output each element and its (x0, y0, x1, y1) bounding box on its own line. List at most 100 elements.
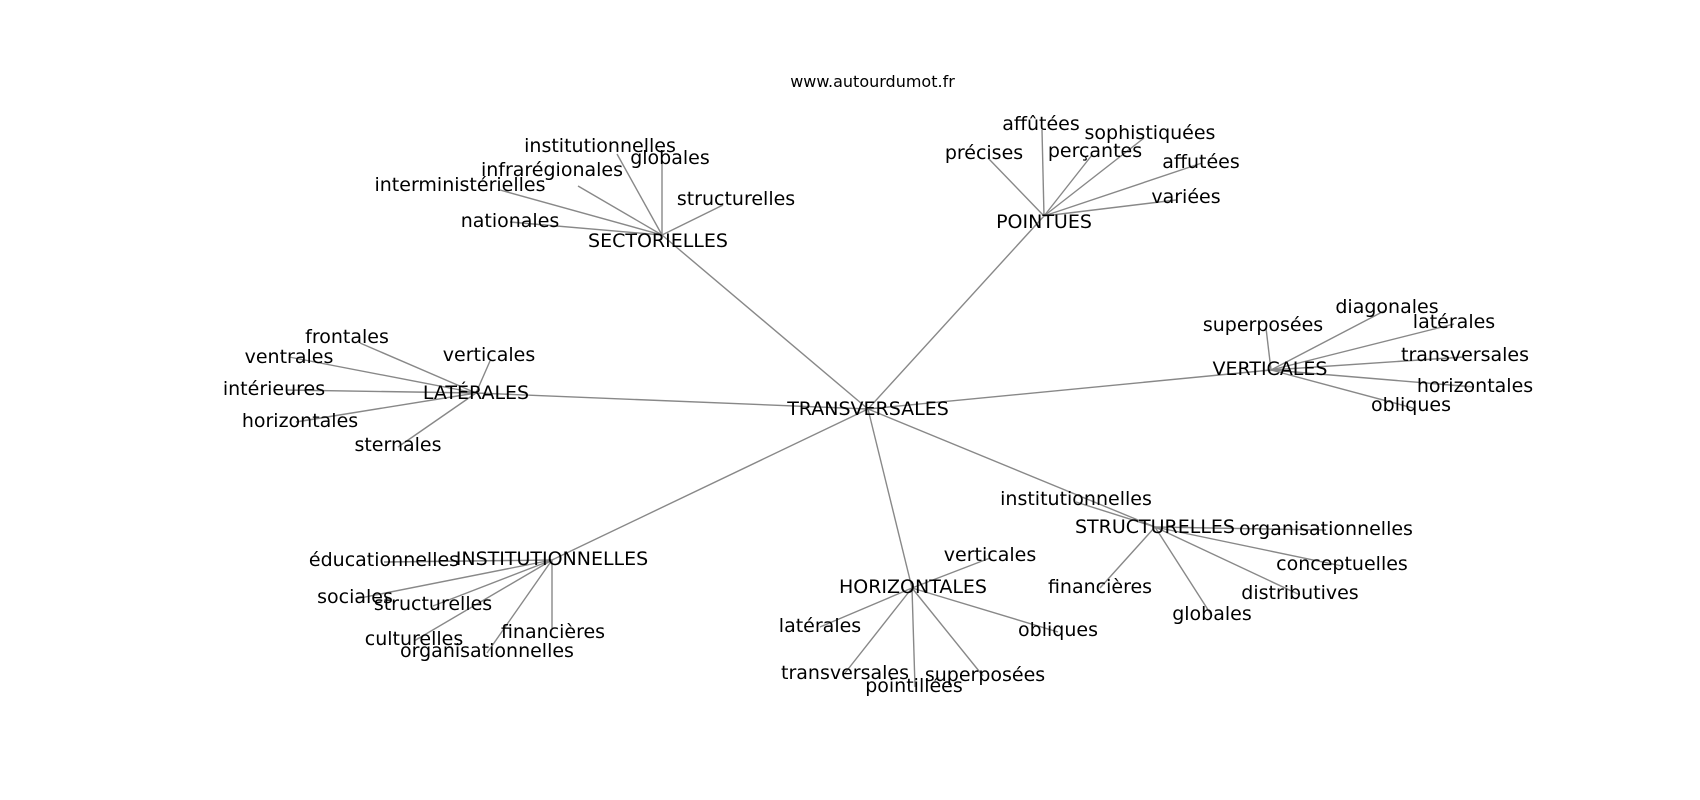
edge-hub-to-term (397, 392, 477, 448)
edge-center-to-hub (867, 215, 1045, 410)
term-node[interactable]: culturelles (365, 628, 464, 650)
edge-hub-to-term (616, 153, 663, 236)
term-node[interactable]: transversales (781, 662, 909, 684)
term-node[interactable]: organisationnelles (1239, 518, 1413, 540)
term-node[interactable]: financières (1048, 576, 1152, 598)
term-node[interactable]: précises (945, 142, 1023, 164)
term-node[interactable]: obliques (1371, 394, 1451, 416)
term-node[interactable]: obliques (1018, 619, 1098, 641)
term-node[interactable]: diagonales (1335, 296, 1438, 318)
hub-node[interactable]: HORIZONTALES (839, 576, 987, 598)
edge-center-to-hub (475, 392, 869, 410)
edge-hub-to-term (295, 392, 477, 423)
center-node[interactable]: TRANSVERSALES (786, 398, 949, 420)
edge-hub-to-term (1043, 199, 1177, 217)
edge-hub-to-term (288, 356, 477, 394)
edge-hub-to-term (1154, 526, 1301, 596)
edge-hub-to-term (1270, 309, 1387, 371)
edge-hub-to-term (1154, 526, 1213, 617)
term-node[interactable]: nationales (461, 210, 560, 232)
hub-node[interactable]: POINTUES (996, 211, 1092, 233)
term-node[interactable]: variées (1151, 186, 1220, 208)
edge-hub-to-term (486, 559, 553, 654)
edge-hub-to-term (1099, 526, 1156, 589)
term-node[interactable]: financières (501, 621, 605, 643)
graph-edges (285, 129, 1475, 688)
term-node[interactable]: frontales (305, 326, 389, 348)
edge-hub-to-term (383, 559, 553, 563)
edge-center-to-hub (867, 408, 1156, 528)
term-node[interactable]: latérales (779, 615, 861, 637)
edge-hub-to-term (911, 587, 984, 677)
term-node[interactable]: globales (1172, 603, 1252, 625)
term-node[interactable]: éducationnelles (309, 549, 459, 571)
source-credit: www.autourdumot.fr (790, 72, 955, 91)
term-node[interactable]: institutionnelles (1000, 488, 1152, 510)
edge-hub-to-term (509, 221, 663, 236)
term-node[interactable]: pointillées (865, 675, 963, 697)
edge-hub-to-term (987, 157, 1045, 217)
term-node[interactable]: globales (630, 147, 710, 169)
edge-hub-to-term (499, 189, 663, 236)
graph-labels: TRANSVERSALES SECTORIELLES institutionnell… (223, 113, 1533, 697)
term-node[interactable]: distributives (1241, 582, 1358, 604)
edge-hub-to-term (354, 559, 553, 600)
term-node[interactable]: institutionnelles (524, 135, 676, 157)
edge-hub-to-term (475, 360, 491, 394)
edge-center-to-hub (661, 234, 869, 410)
term-node[interactable]: latérales (1413, 311, 1495, 333)
edge-hub-to-term (285, 389, 477, 394)
edge-hub-to-term (359, 342, 477, 394)
term-node[interactable]: infrarégionales (481, 159, 623, 181)
hub-node[interactable]: VERTICALES (1213, 358, 1328, 380)
term-node[interactable]: ventrales (245, 346, 334, 368)
term-node[interactable]: interministérielles (374, 174, 545, 196)
term-node[interactable]: superposées (1203, 314, 1323, 336)
term-node[interactable]: horizontales (242, 410, 358, 432)
term-node[interactable]: structurelles (677, 188, 795, 210)
edge-hub-to-term (1154, 526, 1343, 567)
edge-hub-to-term (661, 204, 724, 236)
edge-hub-to-term (911, 587, 1059, 633)
edge-hub-to-term (911, 557, 991, 589)
edge-hub-to-term (844, 587, 913, 674)
term-node[interactable]: transversales (1401, 344, 1529, 366)
hub-node[interactable]: STRUCTURELLES (1075, 516, 1235, 538)
edge-hub-to-term (1043, 162, 1203, 217)
edge-center-to-hub (867, 369, 1272, 410)
edge-hub-to-term (911, 587, 916, 688)
hub-node[interactable]: LATÉRALES (423, 381, 529, 404)
edge-hub-to-term (1270, 369, 1475, 388)
hub-node[interactable]: INSTITUTIONNELLES (456, 548, 648, 570)
term-node[interactable]: sternales (354, 434, 441, 456)
term-node[interactable]: intérieures (223, 378, 325, 400)
edge-hub-to-term (1270, 369, 1414, 409)
term-node[interactable]: conceptuelles (1276, 553, 1408, 575)
term-node[interactable]: horizontales (1417, 375, 1533, 397)
edge-hub-to-term (413, 559, 553, 642)
edge-hub-to-term (819, 587, 913, 628)
hub-node[interactable]: SECTORIELLES (588, 230, 728, 252)
term-node[interactable]: organisationnelles (400, 640, 574, 662)
edge-center-to-hub (867, 408, 913, 589)
edge-center-to-hub (551, 408, 869, 561)
term-node[interactable]: verticales (443, 344, 535, 366)
term-node[interactable]: structurelles (374, 593, 492, 615)
edge-hub-to-term (1043, 137, 1145, 217)
term-node[interactable]: perçantes (1048, 140, 1142, 162)
edge-hub-to-term (1075, 501, 1156, 528)
term-node[interactable]: superposées (925, 664, 1045, 686)
edge-hub-to-term (432, 559, 553, 607)
term-node[interactable]: sociales (317, 586, 393, 608)
edge-hub-to-term (1270, 356, 1465, 371)
term-node[interactable]: sophistiquées (1085, 122, 1216, 144)
edge-hub-to-term (1154, 526, 1327, 531)
edge-hub-to-term (1043, 154, 1093, 217)
edge-hub-to-term (577, 185, 663, 236)
term-node[interactable]: affutées (1162, 151, 1240, 173)
edge-hub-to-term (1270, 323, 1455, 371)
term-node[interactable]: verticales (944, 544, 1036, 566)
edge-hub-to-term (1265, 327, 1272, 371)
term-node[interactable]: affûtées (1002, 113, 1080, 135)
